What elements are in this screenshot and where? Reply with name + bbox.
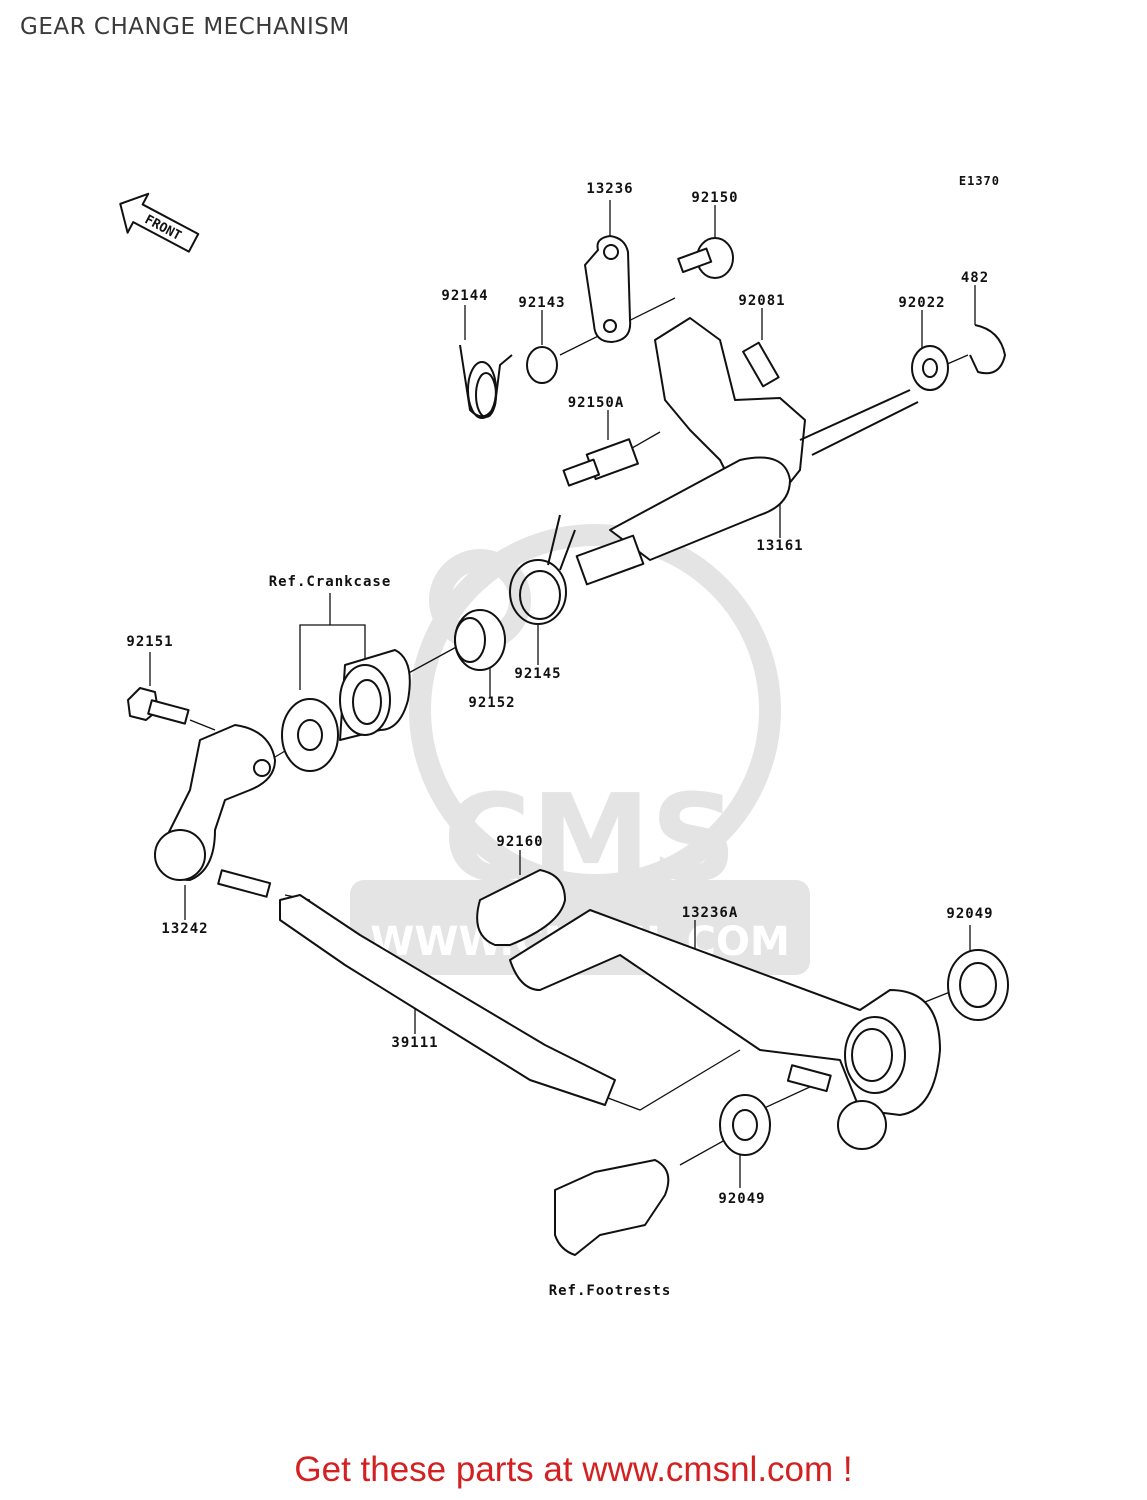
page-title: GEAR CHANGE MECHANISM	[20, 14, 350, 40]
part-footrest-bracket	[554, 1159, 670, 1256]
part-13236-lever	[584, 235, 632, 343]
label-13161: 13161	[756, 538, 803, 554]
watermark: CMS WWW.CMSNL.COM	[350, 524, 810, 975]
part-number-labels: E1370 13236 92150 92144 92143 92081 9202…	[126, 174, 1000, 1299]
front-arrow-icon: FRONT	[119, 192, 200, 253]
label-13236: 13236	[586, 181, 633, 197]
label-92049-right: 92049	[946, 906, 993, 922]
label-92022: 92022	[898, 295, 945, 311]
leader-lines	[149, 200, 976, 1188]
part-13161-shift-arm	[654, 317, 806, 501]
label-92150A: 92150A	[568, 395, 625, 411]
part-shapes	[127, 235, 1009, 1256]
label-92151: 92151	[126, 634, 173, 650]
label-92150: 92150	[691, 190, 738, 206]
ref-crankcase: Ref.Crankcase	[269, 574, 392, 590]
label-92143: 92143	[518, 295, 565, 311]
part-13236A-pedal	[509, 909, 941, 1116]
label-13242: 13242	[161, 921, 208, 937]
diagram-code: E1370	[959, 174, 1000, 188]
ref-footrests: Ref.Footrests	[549, 1283, 672, 1299]
label-92160: 92160	[496, 834, 543, 850]
part-13161-shaft	[609, 456, 791, 561]
label-92145: 92145	[514, 666, 561, 682]
label-482: 482	[961, 270, 989, 286]
label-39111: 39111	[391, 1035, 438, 1051]
part-92160-rubber	[476, 869, 566, 946]
part-92145-spring	[509, 559, 567, 625]
label-92152: 92152	[468, 695, 515, 711]
label-92049-lower: 92049	[718, 1191, 765, 1207]
footer-cta-link[interactable]: Get these parts at www.cmsnl.com !	[294, 1450, 853, 1489]
label-13236A: 13236A	[682, 905, 739, 921]
watermark-brand: CMS	[443, 770, 737, 909]
label-92144: 92144	[441, 288, 488, 304]
part-39111-rod	[279, 894, 616, 1106]
label-92081: 92081	[738, 293, 785, 309]
